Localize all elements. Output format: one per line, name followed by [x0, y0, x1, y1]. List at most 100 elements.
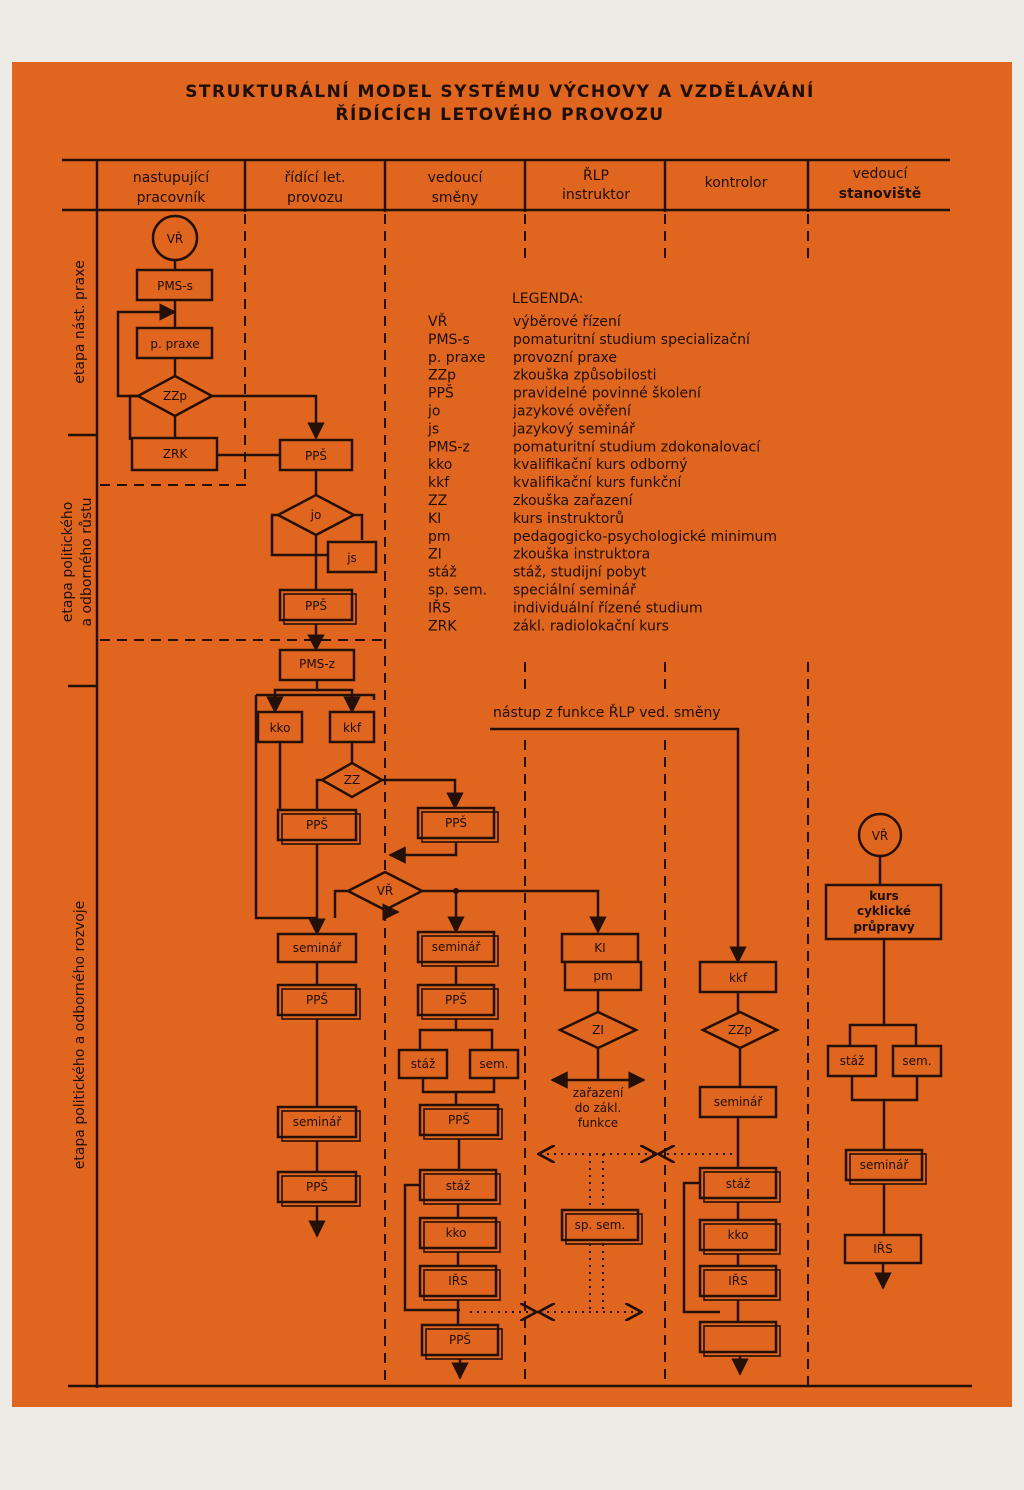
kkf-label-r: kkf	[343, 721, 362, 735]
legend-value: jazykové ověření	[512, 404, 632, 420]
col-6-l2: stanoviště	[839, 186, 922, 202]
stage-3-kontrolor-flow: kkf ZZp seminář stáž kko IŘS	[660, 960, 781, 1376]
legend-key: PPŠ	[428, 384, 454, 402]
stage-3-ridici-flow: PMS-z kko kkf ZZ PPŠ seminář PPŠ seminář…	[254, 648, 464, 1238]
col-4-l2: instruktor	[562, 187, 630, 203]
seminar-label-k: seminář	[714, 1095, 764, 1109]
staz-box-v1	[397, 1048, 449, 1080]
staz-box-s	[826, 1044, 878, 1078]
stage-1-label: etapa nást. praxe	[72, 260, 88, 383]
stage-3-label: etapa politického a odborného rozvoje	[72, 901, 88, 1170]
zz-label: ZZ	[344, 773, 360, 787]
legend-value: kvalifikační kurs odborný	[513, 457, 688, 473]
kkf-box-k	[698, 960, 778, 994]
legend-key: IŘS	[428, 599, 451, 616]
pps-box-s2b	[278, 588, 354, 622]
legend-value: jazykový seminář	[512, 421, 635, 437]
staz-label-v2: stáž	[446, 1179, 471, 1193]
zrk-box	[130, 436, 219, 472]
staz-label-k: stáž	[726, 1177, 751, 1191]
stage-3-vedouci-flow: PPŠ VŘ seminář PPŠ stáž sem. PPŠ stáž	[333, 704, 747, 1380]
kko-label-k: kko	[728, 1228, 749, 1242]
legend-key: jo	[427, 404, 440, 420]
staz-box-v2	[418, 1168, 498, 1202]
sem-box-v1	[468, 1048, 520, 1080]
col-3-l1: vedoucí	[428, 170, 484, 186]
sp-sem-label: sp. sem.	[575, 1218, 626, 1232]
js-box	[326, 540, 378, 574]
col-6-l1: vedoucí	[853, 166, 909, 182]
seminar-box-v1	[416, 930, 496, 964]
pps-label-s2a: PPŠ	[305, 448, 327, 463]
legend-title: LEGENDA:	[512, 291, 583, 307]
pps-box-r2	[276, 983, 358, 1017]
col-3-l2: směny	[432, 190, 479, 206]
legend-key: PMS-z	[428, 439, 470, 455]
legend-key: kko	[428, 457, 452, 473]
legend-key: stáž	[428, 565, 457, 581]
legend-key: sp. sem.	[428, 583, 487, 599]
vr-label-top: VŘ	[167, 231, 184, 246]
legend-key: ZRK	[428, 618, 457, 634]
pps-box-s2a	[278, 438, 354, 472]
pps-label-r3: PPŠ	[306, 1179, 328, 1194]
kko-label-v: kko	[446, 1226, 467, 1240]
stage-2-label-a: etapa politického	[60, 502, 76, 623]
legend-value: speciální seminář	[513, 583, 636, 599]
irs-label-k: IŘS	[728, 1273, 748, 1288]
js-label: js	[346, 551, 357, 565]
col-5-l1: kontrolor	[705, 175, 768, 191]
ki-label: KI	[594, 941, 605, 955]
final-box-k	[698, 1320, 778, 1354]
kkf-label-k: kkf	[729, 971, 748, 985]
pps-label-v2: PPŠ	[445, 992, 467, 1007]
assign-note-l2: do zákl.	[575, 1101, 622, 1115]
pps-label-v4: PPŠ	[449, 1332, 471, 1347]
legend-value: provozní praxe	[513, 350, 617, 366]
stage-labels: etapa nást. praxe etapa politického a od…	[60, 260, 95, 1169]
pps-box-v4	[420, 1323, 500, 1357]
kurs-box	[824, 883, 943, 941]
kko-box-k	[698, 1218, 778, 1252]
legend-value: pravidelné povinné školení	[513, 386, 702, 402]
column-headers: nastupující pracovník řídící let. provoz…	[133, 166, 921, 206]
seminar-label-v1: seminář	[432, 940, 482, 954]
zzp-label-k: ZZp	[728, 1023, 752, 1037]
legend-value: pedagogicko-psychologické minimum	[513, 529, 777, 545]
assign-note-l3: funkce	[578, 1116, 618, 1130]
legend-value: pomaturitní studium zdokonalovací	[513, 439, 761, 455]
legend-value: zákl. radiolokační kurs	[513, 618, 669, 634]
pps-box-v2	[416, 983, 496, 1017]
pm-box	[563, 960, 643, 992]
legend-value: výběrové řízení	[513, 314, 622, 330]
pms-s-label: PMS-s	[157, 279, 193, 293]
sem-label-v1: sem.	[479, 1057, 508, 1071]
jo-label: jo	[310, 508, 322, 522]
pps-box-r1	[276, 808, 358, 842]
staz-label-s: stáž	[840, 1054, 865, 1068]
legend-value: stáž, studijní pobyt	[513, 565, 647, 581]
stage-3-stanoviste-flow: VŘ kurs cyklické průpravy stáž sem. semi…	[824, 812, 943, 1290]
kurs-label-l1: kurs	[869, 889, 899, 903]
title-line-2: ŘÍDÍCÍCH LETOVÉHO PROVOZU	[335, 103, 664, 125]
pm-label: pm	[593, 969, 612, 983]
stage-2-flow: PPŠ jo js PPŠ	[270, 438, 378, 652]
transition-note: nástup z funkce ŘLP ved. směny	[493, 704, 721, 721]
legend-key: pm	[428, 529, 451, 545]
legend-value: pomaturitní studium specializační	[513, 332, 751, 348]
seminar-box-s	[844, 1148, 924, 1182]
col-2-l2: provozu	[287, 190, 343, 206]
seminar-label-r2: seminář	[293, 1115, 343, 1129]
legend-value: kvalifikační kurs funkční	[513, 475, 682, 491]
stage-3-instruktor-flow: KI pm ZI zařazení do zákl. funkce sp. se…	[470, 932, 655, 1312]
legend-key: PMS-s	[428, 332, 470, 348]
kurs-label-l2: cyklické	[857, 904, 911, 918]
seminar-box-k	[698, 1085, 778, 1119]
legend-value: zkouška instruktora	[513, 547, 650, 563]
staz-label-v1: stáž	[411, 1057, 436, 1071]
pps-box-v3	[418, 1103, 500, 1137]
vr-diamond-label: VŘ	[377, 883, 394, 898]
